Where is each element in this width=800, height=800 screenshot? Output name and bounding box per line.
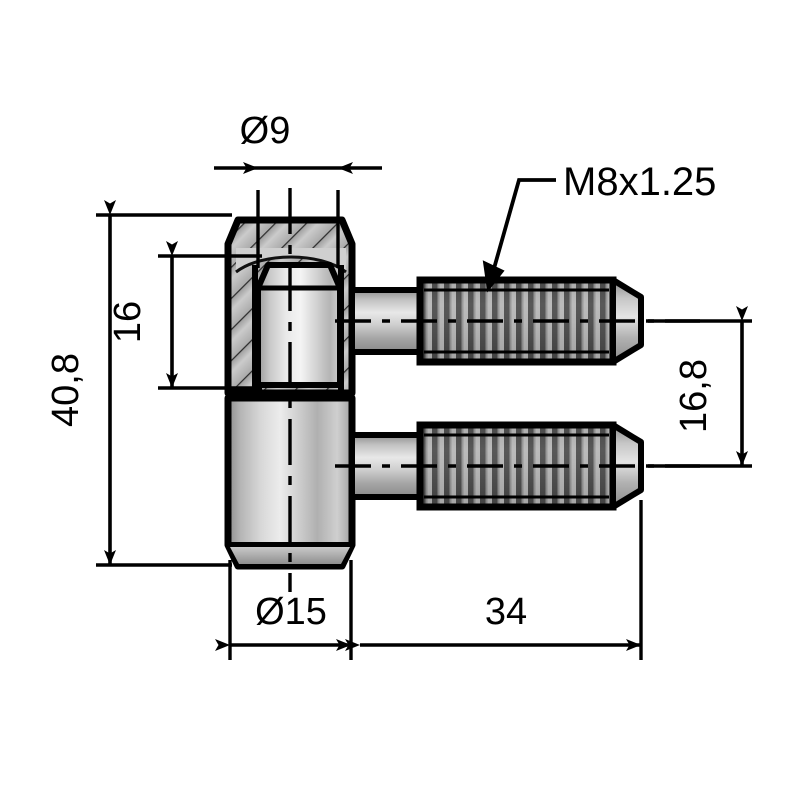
dimension-diameter-top: Ø9 [214, 110, 382, 268]
dimension-stud-spacing: 16,8 [648, 306, 752, 468]
thread-callout-arrowhead [482, 260, 505, 293]
thread-callout-leader [491, 178, 556, 273]
dimension-label-stud-spacing: 16,8 [673, 359, 715, 433]
dimension-bottom-group: Ø15 34 [215, 500, 643, 660]
dimension-overall-height: 40,8 [45, 200, 232, 567]
dimension-label-diameter-body: Ø15 [255, 591, 327, 633]
dimension-label-upper-body-height: 16 [107, 301, 149, 343]
dimension-label-overall-height: 40,8 [45, 353, 87, 427]
bore-top-arc [235, 255, 347, 274]
thread-callout-label: M8x1.25 [563, 160, 716, 204]
centerlines [288, 188, 700, 592]
thread-callout: M8x1.25 [482, 160, 716, 293]
inner-pin [255, 262, 343, 388]
dimension-label-diameter-top: Ø9 [240, 110, 291, 152]
dimension-label-stud-length: 34 [485, 591, 527, 633]
bore-top-shading [236, 248, 346, 272]
dimension-upper-body-height: 16 [107, 241, 262, 390]
